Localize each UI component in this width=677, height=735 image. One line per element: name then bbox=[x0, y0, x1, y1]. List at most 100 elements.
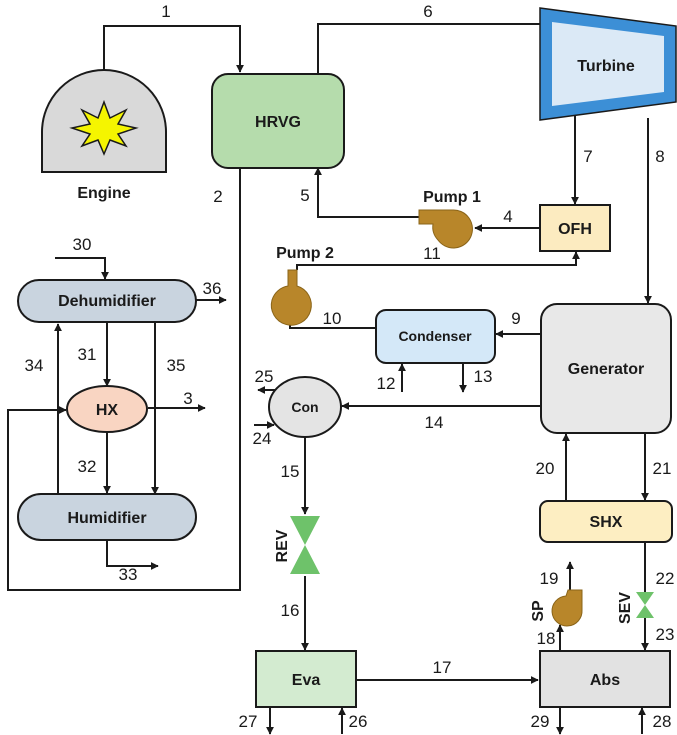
stream-26-label: 26 bbox=[349, 712, 368, 731]
stream-19-label: 19 bbox=[540, 569, 559, 588]
sev-valve-icon bbox=[636, 592, 654, 618]
rev-valve: REV bbox=[274, 516, 320, 574]
hx-circle bbox=[66, 385, 148, 433]
sp-label: SP bbox=[530, 600, 547, 622]
shx-box bbox=[539, 500, 673, 543]
stream-7-label: 7 bbox=[583, 147, 592, 166]
sev-label: SEV bbox=[617, 592, 634, 624]
eva-label: Eva bbox=[292, 672, 321, 689]
stream-14-label: 14 bbox=[425, 413, 444, 432]
stream-13-label: 13 bbox=[474, 367, 493, 386]
eva: Eva bbox=[255, 650, 357, 708]
stream-36-label: 36 bbox=[203, 279, 222, 298]
stream-23-label: 23 bbox=[656, 625, 675, 644]
stream-4-label: 4 bbox=[503, 207, 512, 226]
generator: Generator bbox=[540, 303, 672, 434]
stream-15-label: 15 bbox=[281, 462, 300, 481]
con: Con bbox=[268, 376, 342, 438]
stream-17-label: 17 bbox=[433, 658, 452, 677]
stream-30-label: 30 bbox=[73, 235, 92, 254]
stream-6-line bbox=[317, 20, 553, 74]
condenser: Condenser bbox=[375, 309, 496, 364]
sp-pump: SP bbox=[530, 589, 583, 627]
stream-3-label: 3 bbox=[183, 389, 192, 408]
stream-numbers: 1 2 3 4 5 6 7 8 9 10 11 12 13 14 15 16 1… bbox=[25, 2, 675, 731]
generator-label: Generator bbox=[568, 361, 644, 378]
sp-pump-icon bbox=[551, 589, 583, 627]
hrvg: HRVG bbox=[211, 73, 345, 169]
pump-2: Pump 2 bbox=[270, 245, 334, 326]
stream-8-label: 8 bbox=[655, 147, 664, 166]
stream-12-label: 12 bbox=[377, 374, 396, 393]
condenser-box bbox=[375, 309, 496, 364]
pump-1-icon bbox=[418, 209, 473, 249]
stream-29-label: 29 bbox=[531, 712, 550, 731]
hrvg-box bbox=[211, 73, 345, 169]
con-circle bbox=[268, 376, 342, 438]
flame-icon bbox=[69, 99, 139, 156]
stream-33-line bbox=[106, 540, 159, 570]
stream-6-label: 6 bbox=[423, 2, 432, 21]
rev-label: REV bbox=[274, 529, 291, 562]
dehumidifier-label: Dehumidifier bbox=[58, 293, 156, 310]
hx: HX bbox=[66, 385, 148, 433]
shx: SHX bbox=[539, 500, 673, 543]
rev-valve-icon bbox=[290, 516, 320, 574]
stream-11-line bbox=[296, 251, 580, 270]
stream-16-label: 16 bbox=[281, 601, 300, 620]
stream-31-label: 31 bbox=[78, 345, 97, 364]
turbine-label: Turbine bbox=[577, 58, 635, 75]
turbine: Turbine bbox=[539, 7, 677, 121]
hx-label: HX bbox=[96, 402, 119, 419]
ofh-box bbox=[539, 204, 611, 252]
engine: Engine bbox=[41, 69, 167, 202]
stream-5-line bbox=[314, 167, 419, 218]
stream-18-label: 18 bbox=[537, 629, 556, 648]
flow-lines bbox=[7, 20, 652, 735]
engine-label: Engine bbox=[77, 185, 130, 202]
humidifier-label: Humidifier bbox=[67, 510, 146, 527]
stream-2-label: 2 bbox=[213, 187, 222, 206]
pump-1: Pump 1 bbox=[418, 189, 481, 249]
condenser-label: Condenser bbox=[398, 328, 472, 344]
stream-25-label: 25 bbox=[255, 367, 274, 386]
eva-box bbox=[255, 650, 357, 708]
sev-valve: SEV bbox=[617, 592, 654, 624]
dehumidifier: Dehumidifier bbox=[17, 279, 197, 323]
stream-9-label: 9 bbox=[511, 309, 520, 328]
stream-30-line bbox=[55, 257, 109, 280]
ofh-label: OFH bbox=[558, 221, 592, 238]
pump-2-icon bbox=[270, 269, 312, 326]
stream-5-label: 5 bbox=[300, 186, 309, 205]
turbine-inner bbox=[552, 22, 664, 106]
stream-20-label: 20 bbox=[536, 459, 555, 478]
pump-1-label: Pump 1 bbox=[423, 189, 481, 206]
stream-33-label: 33 bbox=[119, 565, 138, 584]
abs-label: Abs bbox=[590, 672, 620, 689]
stream-35-label: 35 bbox=[167, 356, 186, 375]
con-label: Con bbox=[291, 399, 318, 415]
dehumidifier-box bbox=[17, 279, 197, 323]
stream-1-label: 1 bbox=[161, 2, 170, 21]
hrvg-label: HRVG bbox=[255, 114, 301, 131]
stream-28-label: 28 bbox=[653, 712, 672, 731]
stream-34-label: 34 bbox=[25, 356, 44, 375]
abs-box bbox=[539, 650, 671, 708]
stream-2-line bbox=[7, 168, 241, 591]
abs: Abs bbox=[539, 650, 671, 708]
stream-24-label: 24 bbox=[253, 429, 272, 448]
stream-27-label: 27 bbox=[239, 712, 258, 731]
generator-box bbox=[540, 303, 672, 434]
ofh: OFH bbox=[539, 204, 611, 252]
stream-10-label: 10 bbox=[323, 309, 342, 328]
stream-21-label: 21 bbox=[653, 459, 672, 478]
stream-11-label: 11 bbox=[423, 244, 441, 263]
stream-22-label: 22 bbox=[656, 569, 675, 588]
pump-2-label: Pump 2 bbox=[276, 245, 334, 262]
stream-1-line bbox=[103, 25, 244, 88]
humidifier: Humidifier bbox=[17, 493, 197, 541]
shx-label: SHX bbox=[590, 514, 623, 531]
stream-32-label: 32 bbox=[78, 457, 97, 476]
humidifier-box bbox=[17, 493, 197, 541]
